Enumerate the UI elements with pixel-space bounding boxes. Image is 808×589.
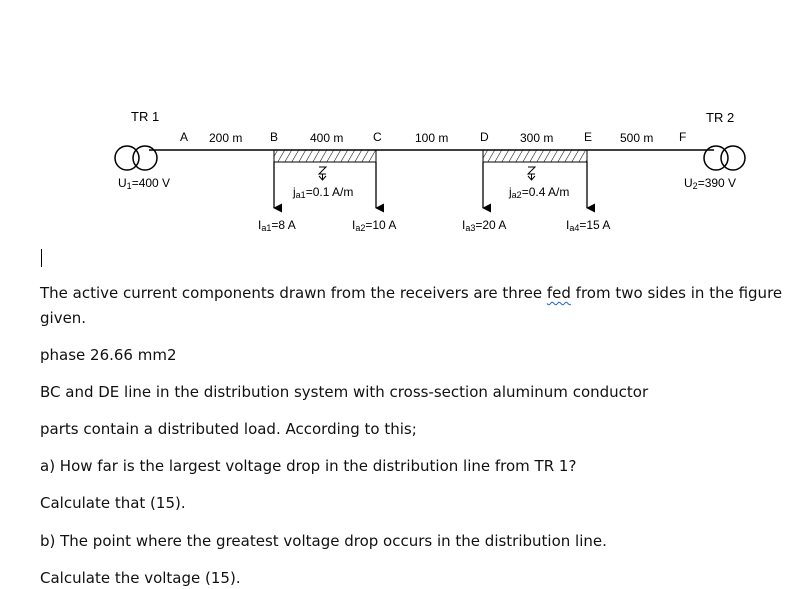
ia1-label: Ia1=8 A: [258, 218, 296, 233]
question-a-calc: Calculate that (15).: [40, 494, 186, 512]
node-e-label: E: [584, 130, 592, 144]
node-f-label: F: [679, 130, 686, 144]
problem-text-line-3: phase 26.66 mm2: [40, 346, 177, 364]
segment-ab-length: 200 m: [209, 131, 242, 145]
question-a: a) How far is the largest voltage drop i…: [40, 457, 577, 475]
node-c-label: C: [373, 130, 382, 144]
u2-label: U2=390 V: [684, 176, 736, 191]
node-b-label: B: [270, 130, 278, 144]
problem-text-line-5: parts contain a distributed load. Accord…: [40, 420, 417, 438]
distributed-load-de: [482, 149, 588, 163]
ja1-label: ja1=0.1 A/m: [292, 185, 353, 200]
segment-ef-length: 500 m: [620, 131, 653, 145]
tr1-label: TR 1: [131, 109, 159, 124]
segment-cd-length: 100 m: [415, 131, 448, 145]
node-d-label: D: [480, 130, 489, 144]
tr2-label: TR 2: [706, 110, 734, 125]
spellcheck-word[interactable]: fed: [546, 284, 571, 302]
distribution-line-diagram: TR 1 TR 2 U1=400 V U2=390 V A B C D E F …: [114, 109, 746, 233]
zigzag-arrow-icon: [317, 166, 328, 181]
ia2-label: Ia2=10 A: [352, 218, 396, 233]
tr2-transformer-icon: [703, 145, 746, 171]
tr1-transformer-icon: [114, 145, 158, 171]
problem-text-line-4: BC and DE line in the distribution syste…: [40, 383, 649, 401]
ja2-label: ja2=0.4 A/m: [508, 185, 569, 200]
ia4-label: Ia4=15 A: [566, 218, 610, 233]
u1-label: U1=400 V: [118, 176, 170, 191]
distributed-load-bc: [273, 149, 377, 163]
question-b: b) The point where the greatest voltage …: [40, 532, 607, 550]
problem-text-line-1: The active current components drawn from…: [40, 284, 783, 302]
zigzag-arrow-icon: [526, 166, 537, 181]
ia3-label: Ia3=20 A: [462, 218, 506, 233]
segment-de-length: 300 m: [520, 131, 553, 145]
text-cursor: [41, 249, 42, 267]
node-a-label: A: [180, 130, 188, 144]
segment-bc-length: 400 m: [310, 131, 343, 145]
problem-text-line-2: given.: [40, 309, 87, 327]
question-b-calc: Calculate the voltage (15).: [40, 569, 241, 587]
